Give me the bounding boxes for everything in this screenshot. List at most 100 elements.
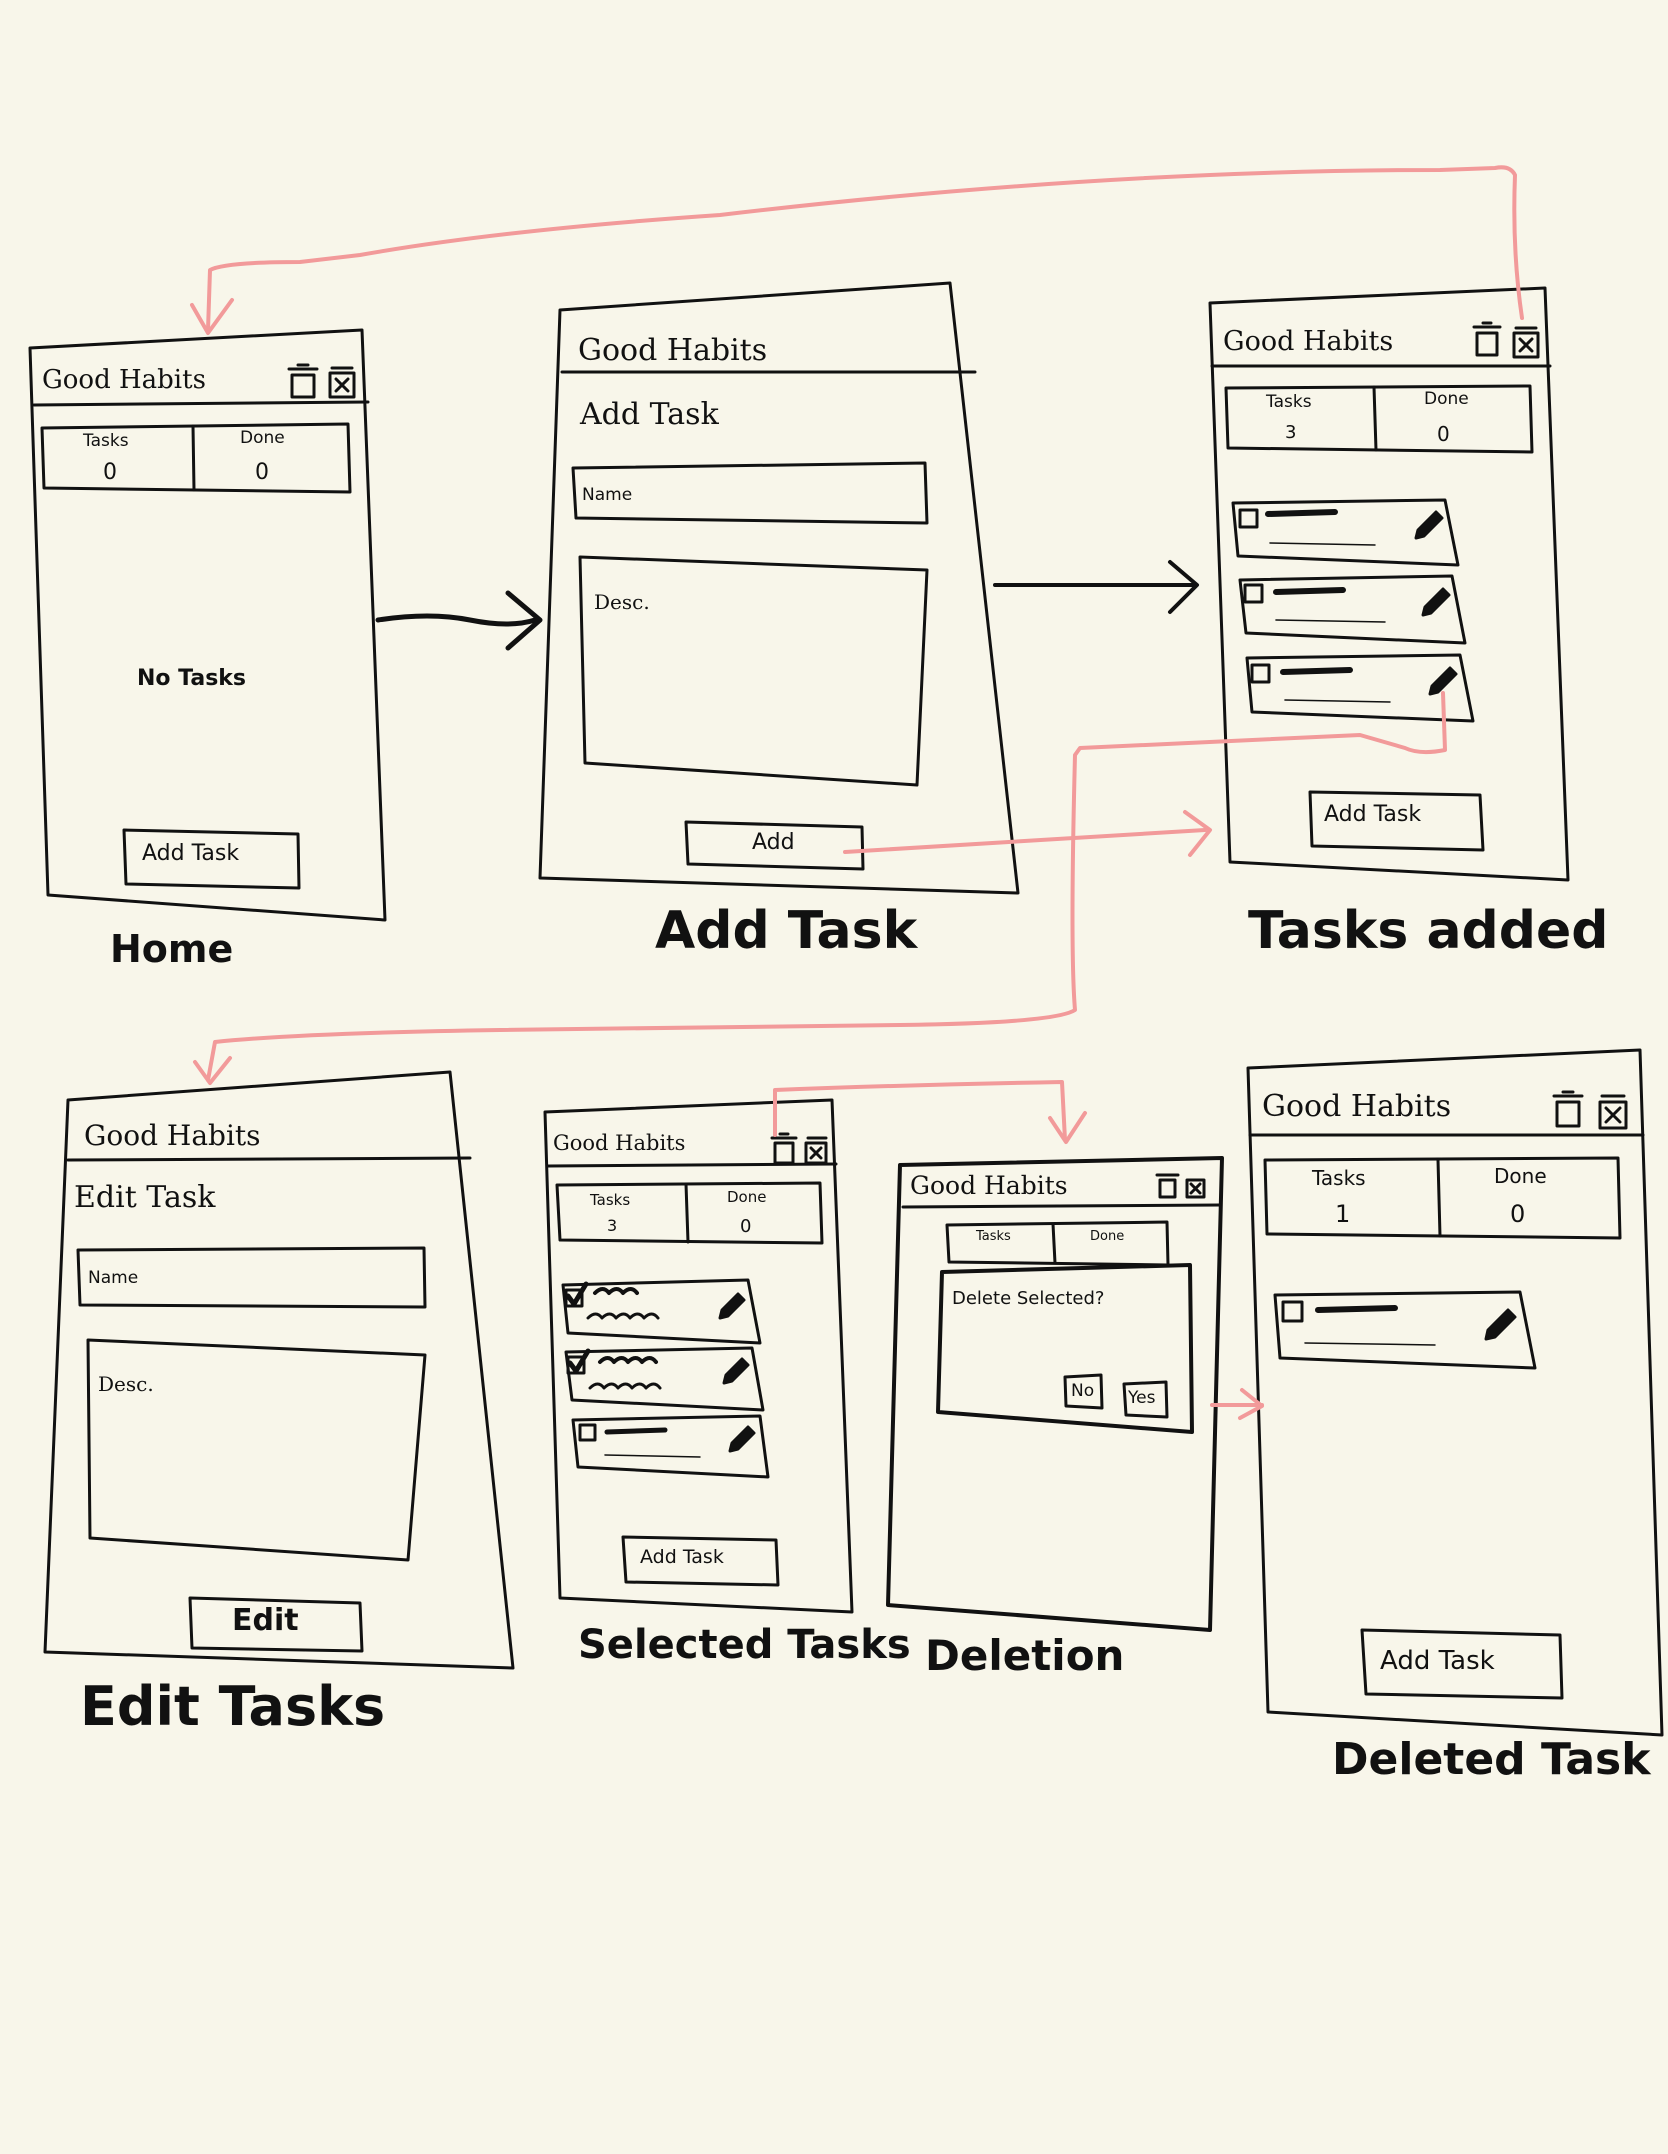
pencil-icon[interactable] (718, 1292, 746, 1320)
caption-add-task: Add Task (655, 901, 918, 961)
done-label: Done (240, 428, 285, 448)
checkbox-icon[interactable] (1243, 583, 1264, 604)
edit-button[interactable] (188, 1596, 364, 1653)
pencil-icon[interactable] (1484, 1308, 1517, 1341)
caption-deleted-task: Deleted Task (1332, 1734, 1651, 1785)
done-count: 0 (740, 1216, 752, 1237)
caption-home: Home (110, 927, 234, 971)
task-row[interactable] (564, 1346, 765, 1412)
pencil-icon[interactable] (1421, 587, 1451, 617)
tasks-label: Tasks (590, 1191, 631, 1209)
flow-arrow-home-to-add (375, 590, 543, 651)
name-placeholder: Name (582, 485, 633, 505)
tasks-label: Tasks (1312, 1166, 1366, 1190)
close-box-icon[interactable] (1185, 1178, 1206, 1199)
desc-field[interactable] (86, 1338, 427, 1562)
checkbox-icon[interactable] (1281, 1300, 1304, 1323)
flow-arrow-yes-to-deleted (1210, 1388, 1264, 1420)
tasks-count: 3 (607, 1216, 618, 1235)
done-label: Done (1090, 1229, 1125, 1244)
close-box-icon[interactable] (804, 1136, 828, 1165)
stats-box (40, 422, 352, 494)
desc-placeholder: Desc. (98, 1372, 154, 1396)
delete-dialog (936, 1263, 1194, 1434)
checkbox-icon[interactable] (1238, 508, 1259, 529)
trash-icon[interactable] (770, 1132, 798, 1165)
pencil-icon[interactable] (722, 1357, 750, 1385)
pencil-icon[interactable] (728, 1425, 756, 1453)
close-box-icon[interactable] (1512, 326, 1540, 359)
empty-state-text: No Tasks (137, 666, 247, 691)
header-divider (901, 1203, 1222, 1209)
delete-prompt: Delete Selected? (952, 1288, 1105, 1309)
done-label: Done (1494, 1164, 1547, 1188)
name-placeholder: Name (88, 1268, 139, 1288)
app-title: Good Habits (1262, 1089, 1452, 1124)
close-box-icon[interactable] (1598, 1094, 1628, 1130)
screen-heading: Edit Task (74, 1180, 216, 1215)
app-title: Good Habits (553, 1131, 686, 1155)
screen-tasks-added (1208, 286, 1570, 882)
yes-button-label[interactable]: Yes (1128, 1388, 1156, 1408)
pencil-icon[interactable] (1414, 510, 1444, 540)
add-button-label[interactable]: Add (752, 830, 795, 855)
caption-deletion: Deletion (925, 1631, 1125, 1680)
checkbox-icon[interactable] (1250, 663, 1271, 684)
add-button[interactable] (684, 820, 865, 871)
pencil-icon[interactable] (1428, 666, 1458, 696)
add-task-button[interactable] (1308, 790, 1485, 852)
screen-deleted-task (1246, 1048, 1664, 1737)
trash-icon[interactable] (287, 363, 319, 399)
add-task-button[interactable] (621, 1535, 780, 1587)
screen-deletion (886, 1156, 1224, 1632)
task-row[interactable] (1231, 498, 1460, 567)
task-row[interactable] (561, 1278, 762, 1345)
app-title: Good Habits (910, 1171, 1068, 1200)
checkbox-icon[interactable] (566, 1355, 586, 1375)
add-task-button[interactable] (122, 828, 301, 890)
stats-box (555, 1181, 824, 1245)
name-field[interactable] (571, 461, 929, 525)
add-task-label[interactable]: Add Task (1324, 802, 1422, 827)
yes-button[interactable] (1122, 1380, 1169, 1419)
add-task-label[interactable]: Add Task (640, 1546, 724, 1568)
checkbox-icon[interactable] (564, 1288, 584, 1308)
screen-add-task (538, 281, 1020, 895)
add-task-button[interactable] (1360, 1628, 1564, 1700)
caption-edit-tasks: Edit Tasks (80, 1675, 386, 1738)
no-button[interactable] (1063, 1373, 1104, 1410)
flow-arrow-add-to-tasks-added (843, 810, 1212, 857)
trash-icon[interactable] (1472, 321, 1502, 357)
close-box-icon[interactable] (328, 366, 356, 399)
checkmark-icon (567, 1348, 591, 1374)
task-row[interactable] (1245, 653, 1475, 723)
edit-button-label[interactable]: Edit (232, 1603, 299, 1638)
app-title: Good Habits (84, 1119, 261, 1152)
task-row[interactable] (1273, 1290, 1537, 1370)
stats-box (1224, 384, 1534, 454)
no-button-label[interactable]: No (1071, 1381, 1095, 1401)
flow-arrow-edit-to-edit-tasks (193, 691, 1447, 1085)
tasks-count: 3 (1285, 422, 1297, 443)
desc-field[interactable] (578, 555, 929, 787)
task-row[interactable] (1238, 574, 1467, 645)
caption-selected-tasks: Selected Tasks (578, 1622, 911, 1668)
screen-heading: Add Task (580, 397, 719, 432)
checkbox-icon[interactable] (578, 1423, 597, 1442)
task-row[interactable] (571, 1414, 770, 1479)
trash-icon[interactable] (1552, 1090, 1584, 1128)
add-task-label[interactable]: Add Task (142, 841, 240, 866)
caption-tasks-added: Tasks added (1248, 901, 1609, 961)
done-count: 0 (1510, 1200, 1526, 1228)
screen-edit-tasks (43, 1070, 515, 1670)
done-count: 0 (255, 460, 269, 485)
checkmark-icon (565, 1281, 589, 1307)
screen-selected-tasks (543, 1098, 854, 1614)
done-label: Done (1424, 389, 1469, 409)
name-field[interactable] (76, 1246, 427, 1309)
tasks-count: 0 (103, 460, 117, 485)
trash-icon[interactable] (1155, 1173, 1180, 1199)
header-divider (32, 400, 370, 407)
add-task-label[interactable]: Add Task (1380, 1646, 1495, 1676)
tasks-count: 1 (1335, 1200, 1351, 1228)
